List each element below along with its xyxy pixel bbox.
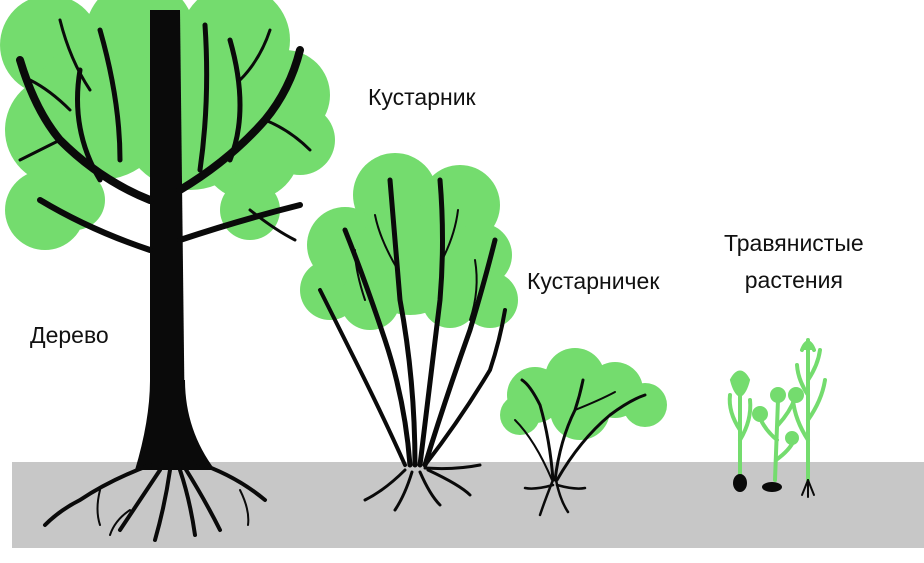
shrub-foliage (300, 153, 518, 330)
tree-label: Дерево (30, 322, 109, 349)
herbs-label: Травянистые растения (724, 225, 864, 299)
herbs-label-line2: растения (724, 262, 864, 299)
shrub-illustration (300, 153, 518, 510)
herbs-label-line1: Травянистые (724, 225, 864, 262)
shrub-label: Кустарник (368, 84, 476, 111)
subshrub-foliage (500, 348, 667, 440)
ground (12, 462, 924, 548)
herb-flower-bulb (733, 474, 747, 492)
subshrub-label: Кустарничек (527, 268, 659, 295)
tree-illustration (0, 0, 335, 540)
herb-leafy-roots (762, 482, 782, 492)
herb-grass (793, 340, 825, 480)
